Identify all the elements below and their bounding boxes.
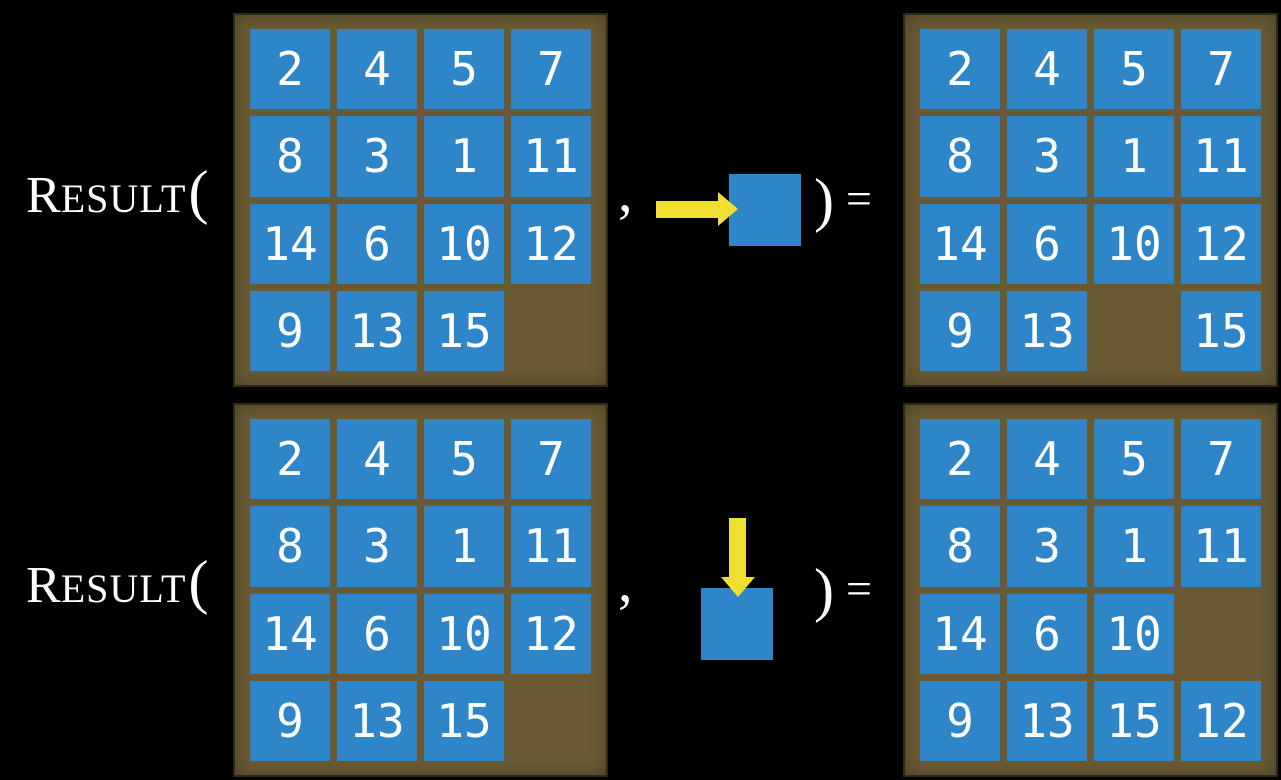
puzzle-tile-9: 9 [920,680,1000,761]
comma-separator: , [618,159,633,224]
puzzle-tile-9: 9 [250,290,330,371]
puzzle-tile-15: 15 [1181,290,1261,371]
puzzle-tile-2: 2 [920,419,1000,500]
puzzle-tile-3: 3 [337,506,417,587]
arrow-head [718,192,738,226]
puzzle-tile-4: 4 [337,419,417,500]
puzzle-tile-7: 7 [511,419,591,500]
puzzle-tile-2: 2 [250,419,330,500]
puzzle-tile-9: 9 [250,680,330,761]
arrow-head [720,577,755,597]
puzzle-tile-13: 13 [337,290,417,371]
puzzle-tile-5: 5 [1094,29,1174,110]
action-tile-square-icon [701,588,773,660]
puzzle-tile-2: 2 [250,29,330,110]
puzzle-tile-2: 2 [920,29,1000,110]
down-arrow-icon [720,518,755,597]
puzzle-tile-15: 15 [424,680,504,761]
puzzle-tile-14: 14 [250,203,330,284]
puzzle-tile-13: 13 [1007,290,1087,371]
puzzle-tile-7: 7 [1181,419,1261,500]
arrow-shaft [729,518,746,577]
puzzle-tile-5: 5 [1094,419,1174,500]
close-paren: ) [814,167,834,233]
comma-separator: , [618,549,633,614]
puzzle-tile-4: 4 [1007,29,1087,110]
puzzle-tile-3: 3 [1007,506,1087,587]
puzzle-tile-10: 10 [1094,203,1174,284]
puzzle-tile-11: 11 [511,116,591,197]
action-tile-square-icon [729,174,801,246]
puzzle-tile-13: 13 [337,680,417,761]
open-paren: ( [188,159,209,225]
puzzle-tile-10: 10 [424,593,504,674]
puzzle-tile-6: 6 [1007,203,1087,284]
puzzle-tile-10: 10 [1094,593,1174,674]
puzzle-tile-11: 11 [1181,506,1261,587]
puzzle-tile-12: 12 [1181,203,1261,284]
function-name-initial: R [26,167,61,224]
puzzle-tile-10: 10 [424,203,504,284]
puzzle-tile-9: 9 [920,290,1000,371]
empty-cell [1181,594,1261,674]
function-name-initial: R [26,557,61,614]
function-name-rest: ESULT [60,176,187,221]
puzzle-tile-8: 8 [250,116,330,197]
puzzle-tile-11: 11 [1181,116,1261,197]
puzzle-tile-11: 11 [511,506,591,587]
puzzle-tile-1: 1 [424,506,504,587]
puzzle-tile-4: 4 [1007,419,1087,500]
puzzle-tile-6: 6 [337,593,417,674]
puzzle-tile-12: 12 [511,593,591,674]
puzzle-tile-6: 6 [337,203,417,284]
puzzle-tile-4: 4 [337,29,417,110]
right-arrow-icon [656,192,738,226]
puzzle-tile-1: 1 [1094,506,1174,587]
puzzle-tile-8: 8 [920,506,1000,587]
puzzle-tile-12: 12 [1181,680,1261,761]
puzzle-tile-14: 14 [920,593,1000,674]
puzzle-tile-6: 6 [1007,593,1087,674]
equals-sign: = [846,173,872,224]
puzzle-tile-8: 8 [250,506,330,587]
puzzle-tile-3: 3 [1007,116,1087,197]
function-name-rest: ESULT [60,566,187,611]
puzzle-tile-5: 5 [424,29,504,110]
puzzle-tile-15: 15 [424,290,504,371]
puzzle-tile-8: 8 [920,116,1000,197]
empty-cell [511,681,591,761]
empty-cell [1094,291,1174,371]
puzzle-tile-15: 15 [1094,680,1174,761]
puzzle-tile-3: 3 [337,116,417,197]
puzzle-tile-7: 7 [511,29,591,110]
puzzle-tile-14: 14 [920,203,1000,284]
puzzle-tile-7: 7 [1181,29,1261,110]
puzzle-tile-5: 5 [424,419,504,500]
open-paren: ( [188,549,209,615]
close-paren: ) [814,557,834,623]
equals-sign: = [846,563,872,614]
puzzle-tile-12: 12 [511,203,591,284]
empty-cell [511,291,591,371]
puzzle-tile-13: 13 [1007,680,1087,761]
arrow-shaft [656,200,718,218]
puzzle-tile-14: 14 [250,593,330,674]
puzzle-tile-1: 1 [424,116,504,197]
puzzle-tile-1: 1 [1094,116,1174,197]
